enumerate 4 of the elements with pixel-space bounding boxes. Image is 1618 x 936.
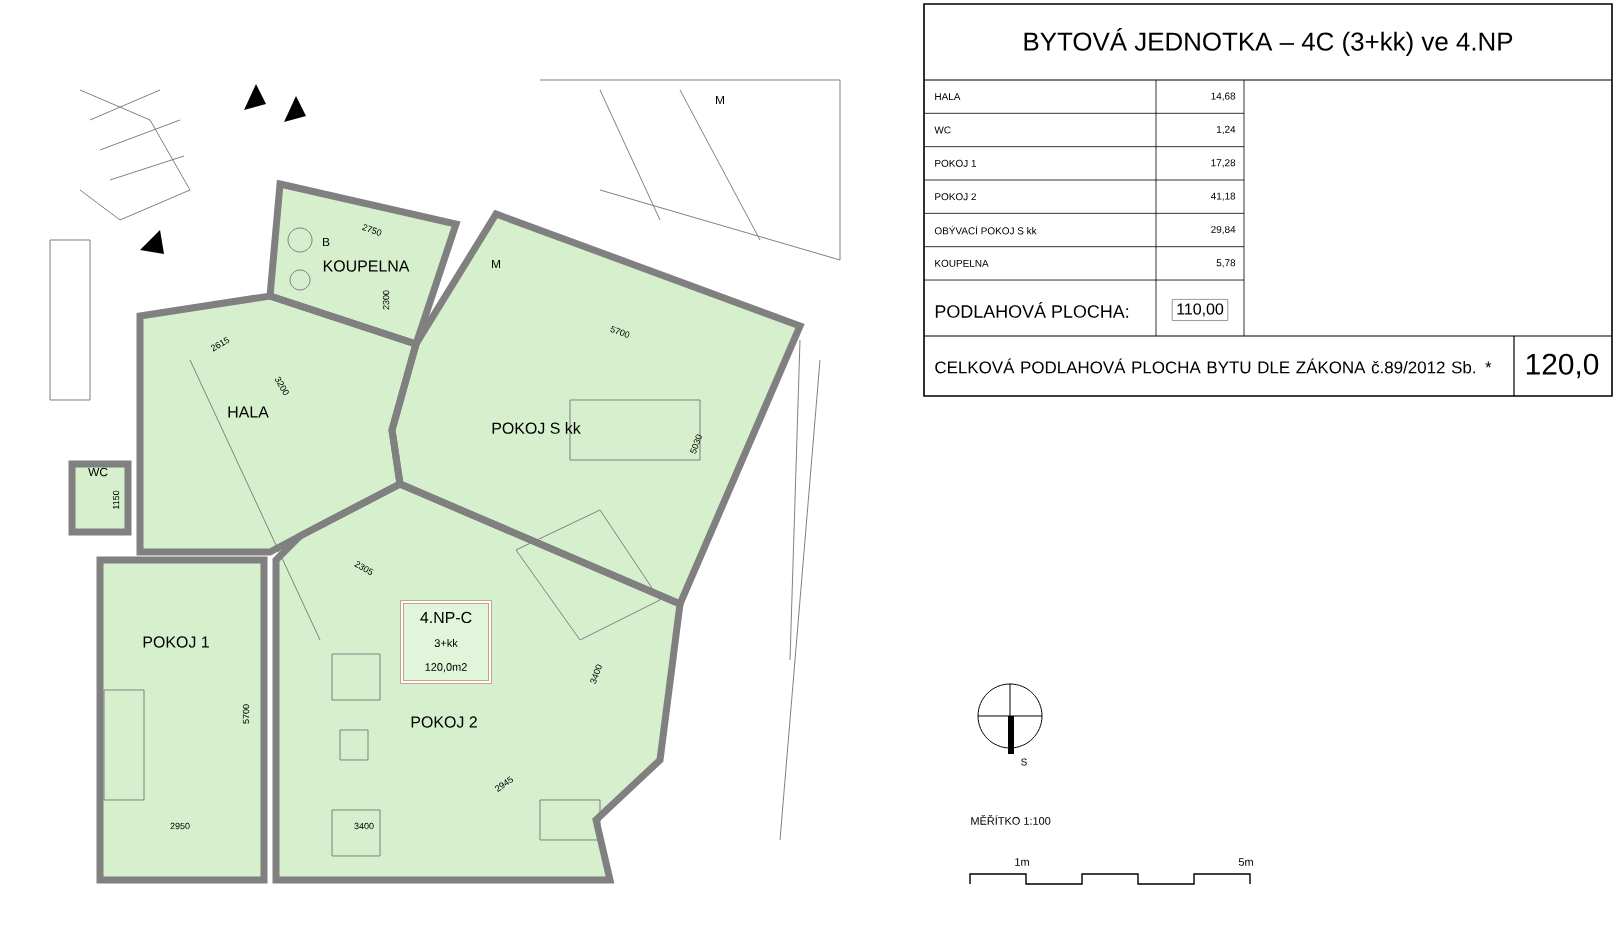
- table-cell: CELKOVÁ PODLAHOVÁ PLOCHA BYTU DLE ZÁKONA č.89/2012 Sb. *: [935, 358, 1492, 374]
- table-cell: 120,0: [1526, 353, 1599, 379]
- table-title: BYTOVÁ JEDNOTKA – 4C (3+kk) ve 4.NP: [1024, 28, 1513, 56]
- table-cell: PODLAHOVÁ PLOCHA:: [935, 302, 1129, 318]
